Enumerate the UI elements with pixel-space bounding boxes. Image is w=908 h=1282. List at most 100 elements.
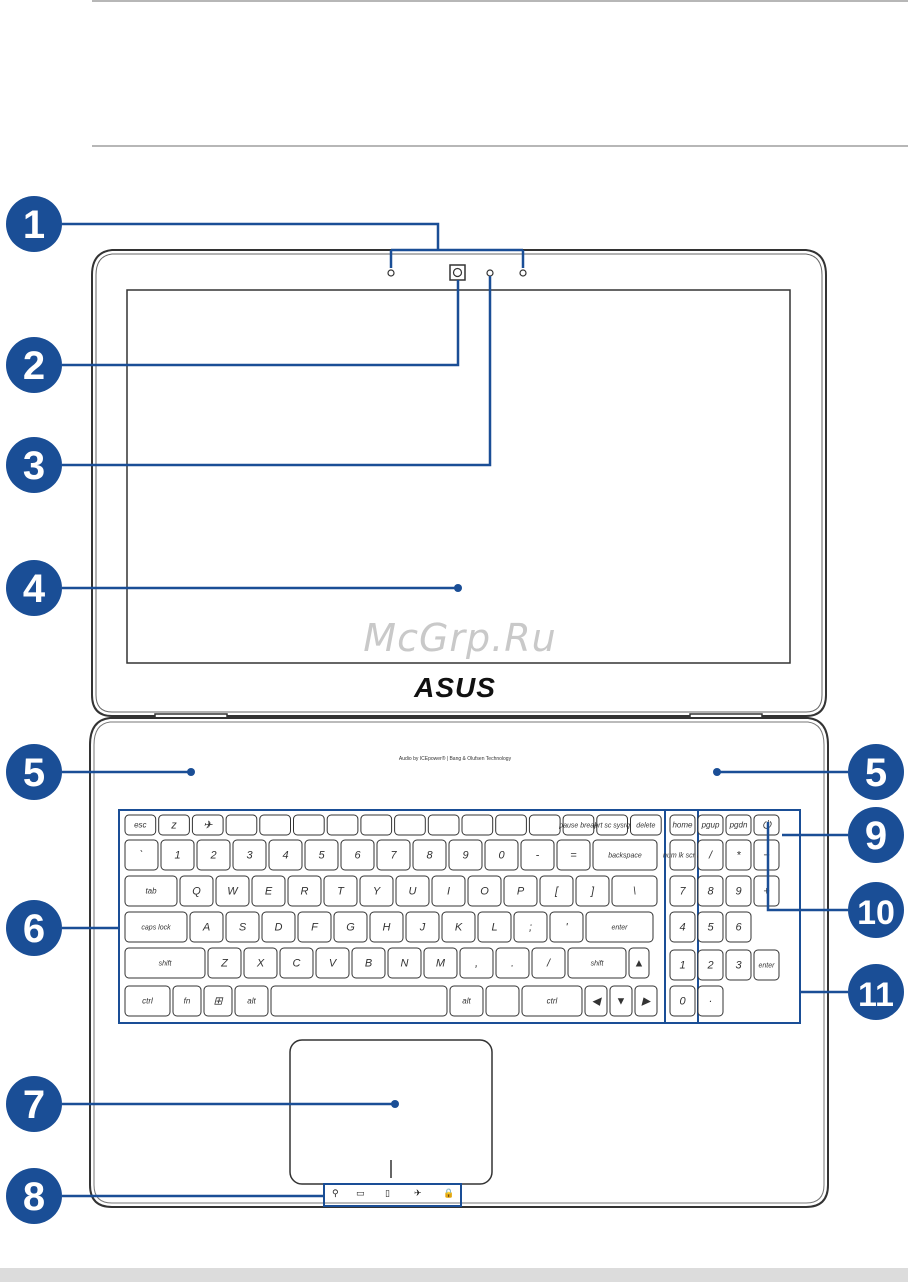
key-label: 9 (735, 886, 741, 898)
microphone-left (387, 269, 395, 277)
key-label: X (256, 958, 265, 970)
shift-row-key: / (531, 947, 566, 979)
fn-row-key: pause break (558, 814, 598, 836)
tab-row-key: Y (359, 875, 394, 907)
key-label: L (491, 922, 497, 934)
callout-label: 3 (23, 444, 45, 488)
fn-row-key: z (158, 814, 190, 836)
tab-row-key: R (287, 875, 322, 907)
number-row-key: 4 (268, 839, 303, 871)
key-label: pgup (701, 821, 720, 830)
number-row-key: 5 (304, 839, 339, 871)
tab-row-key: ] (575, 875, 610, 907)
caps-row-key: S (225, 911, 260, 943)
numpad-key: pgdn (725, 814, 752, 836)
watermark: McGrp.Ru (363, 616, 557, 660)
key-label: K (455, 922, 463, 934)
numpad-key: enter (753, 949, 780, 981)
tab-row-key: T (323, 875, 358, 907)
tab-row-key: U (395, 875, 430, 907)
number-row-key: 8 (412, 839, 447, 871)
ctrl-row-key: ctrl (124, 985, 171, 1017)
key-label: 1 (174, 850, 180, 862)
fn-row-key (495, 814, 527, 836)
fn-row-key (360, 814, 393, 836)
key-label: alt (462, 997, 471, 1006)
numpad-key: − (753, 839, 780, 871)
battery-indicator-icon: ▭ (356, 1189, 365, 1199)
caps-row-key: J (405, 911, 440, 943)
fn-row-key (461, 814, 494, 836)
key-label: ` (140, 850, 144, 862)
number-row-key: backspace (592, 839, 658, 871)
key-label: = (570, 850, 577, 862)
callout-label: 4 (23, 567, 46, 611)
caps-row-key: F (297, 911, 332, 943)
number-row-key: 1 (160, 839, 195, 871)
callout-5: 5 (6, 744, 62, 800)
ctrl-row-key: alt (449, 985, 484, 1017)
tab-row-key: E (251, 875, 286, 907)
key-label: prt sc sysrq (593, 822, 630, 829)
number-row-key: 0 (484, 839, 519, 871)
numpad-key: 3 (725, 949, 752, 981)
shift-row-key: X (243, 947, 278, 979)
hdd-indicator-icon: ▯ (385, 1189, 390, 1199)
key-label: shift (159, 960, 173, 967)
key-label: enter (612, 924, 629, 931)
key-label: 5 (707, 922, 714, 934)
callout-label: 11 (858, 976, 894, 1014)
key-label: [ (554, 886, 559, 898)
key-label: z (170, 820, 177, 832)
caps-row-key: H (369, 911, 404, 943)
key-label: shift (591, 960, 605, 967)
power-indicator-icon: ⚲ (332, 1189, 339, 1199)
caps-row-key: enter (585, 911, 654, 943)
shift-row-key: N (387, 947, 422, 979)
ctrl-row-key (270, 985, 448, 1017)
key-label: 6 (735, 922, 742, 934)
key-label: G (346, 922, 355, 934)
fn-row-key (427, 814, 460, 836)
callout-label: 8 (23, 1175, 45, 1219)
key-label: 0 (498, 850, 505, 862)
fn-row-key: ✈ (191, 814, 224, 836)
number-row-key: 3 (232, 839, 267, 871)
shift-row-key: . (495, 947, 530, 979)
caps-row-key: L (477, 911, 512, 943)
number-row-key: 6 (340, 839, 375, 871)
key-label: P (517, 886, 525, 898)
key-label: ◀ (592, 996, 603, 1008)
ctrl-row-key: ▶ (634, 985, 658, 1017)
key-label: 9 (462, 850, 468, 862)
ctrl-row-key: ⊞ (203, 985, 233, 1017)
key-label: O (480, 886, 489, 898)
number-row-key: 9 (448, 839, 483, 871)
fn-row-key (259, 814, 291, 836)
shift-row-key: ▲ (628, 947, 650, 979)
callout-11: 10 (848, 882, 904, 938)
callout-label: 2 (23, 344, 45, 388)
callout-10: 9 (848, 807, 904, 863)
callout-label: 7 (23, 1083, 45, 1127)
footer-bar (0, 1268, 908, 1282)
key-label: enter (759, 962, 776, 969)
shift-row-key: V (315, 947, 350, 979)
top-rule (92, 0, 908, 2)
numpad-key: 4 (669, 911, 696, 943)
key-label: ⊞ (213, 996, 223, 1008)
fn-row-key (293, 814, 325, 836)
header-rule (92, 145, 908, 147)
key-label: 3 (246, 850, 253, 862)
key-label: tab (145, 887, 157, 896)
key-label: ] (590, 886, 595, 898)
caps-row-key: ' (549, 911, 584, 943)
key-label: Q (192, 886, 201, 898)
caps-row-key: G (333, 911, 368, 943)
caps-row-key: caps lock (124, 911, 188, 943)
key-label: / (546, 958, 551, 970)
key-label: C (293, 958, 301, 970)
key-label: num lk scr lk (663, 852, 702, 859)
